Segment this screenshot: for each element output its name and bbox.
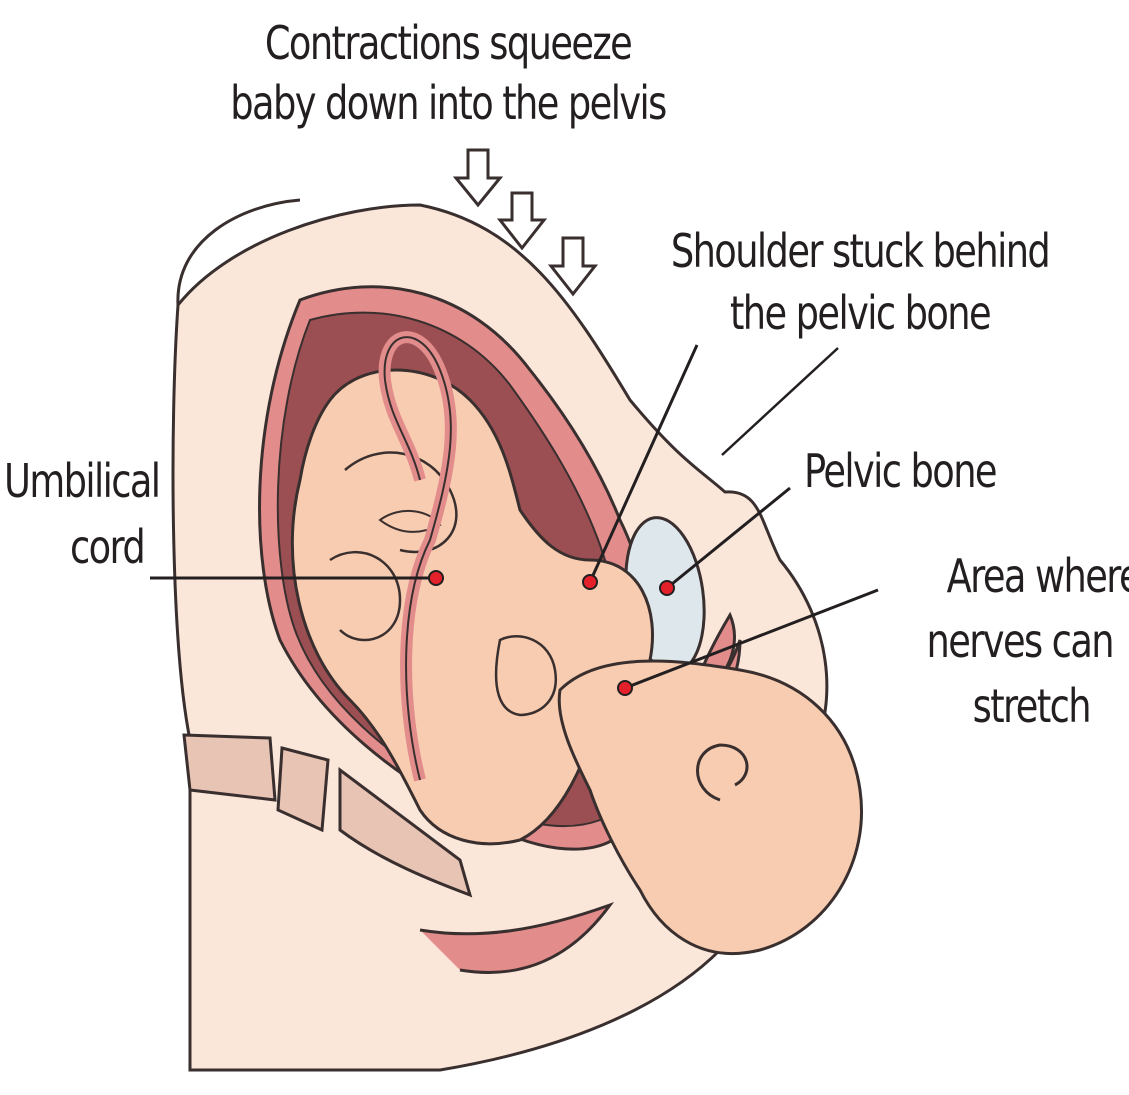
- area-label-line-2: nerves can: [911, 618, 1113, 664]
- shoulder-label-line-1: Shoulder stuck behind: [652, 228, 1068, 274]
- spine-segment: [184, 735, 275, 800]
- shoulder-label-line-2: the pelvic bone: [652, 290, 1068, 336]
- area-label-line-1: Area where: [916, 553, 1129, 599]
- header-line-2: baby down into the pelvis: [192, 80, 704, 126]
- marker-shoulder: [583, 575, 597, 589]
- marker-pelvic-bone: [660, 581, 674, 595]
- umbilical-label-line-2: cord: [70, 524, 182, 570]
- umbilical-label-line-1: Umbilical: [4, 458, 164, 504]
- header-line-1: Contractions squeeze: [224, 20, 672, 66]
- marker-area: [618, 681, 632, 695]
- area-label-line-3: stretch: [906, 683, 1090, 729]
- down-arrow: [456, 150, 500, 205]
- pelvic-bone-label: Pelvic bone: [788, 448, 1012, 494]
- down-arrow: [500, 193, 544, 248]
- down-arrow: [551, 238, 595, 294]
- leader-line-pelvic-bone: [722, 348, 838, 455]
- marker-umbilical: [429, 571, 443, 585]
